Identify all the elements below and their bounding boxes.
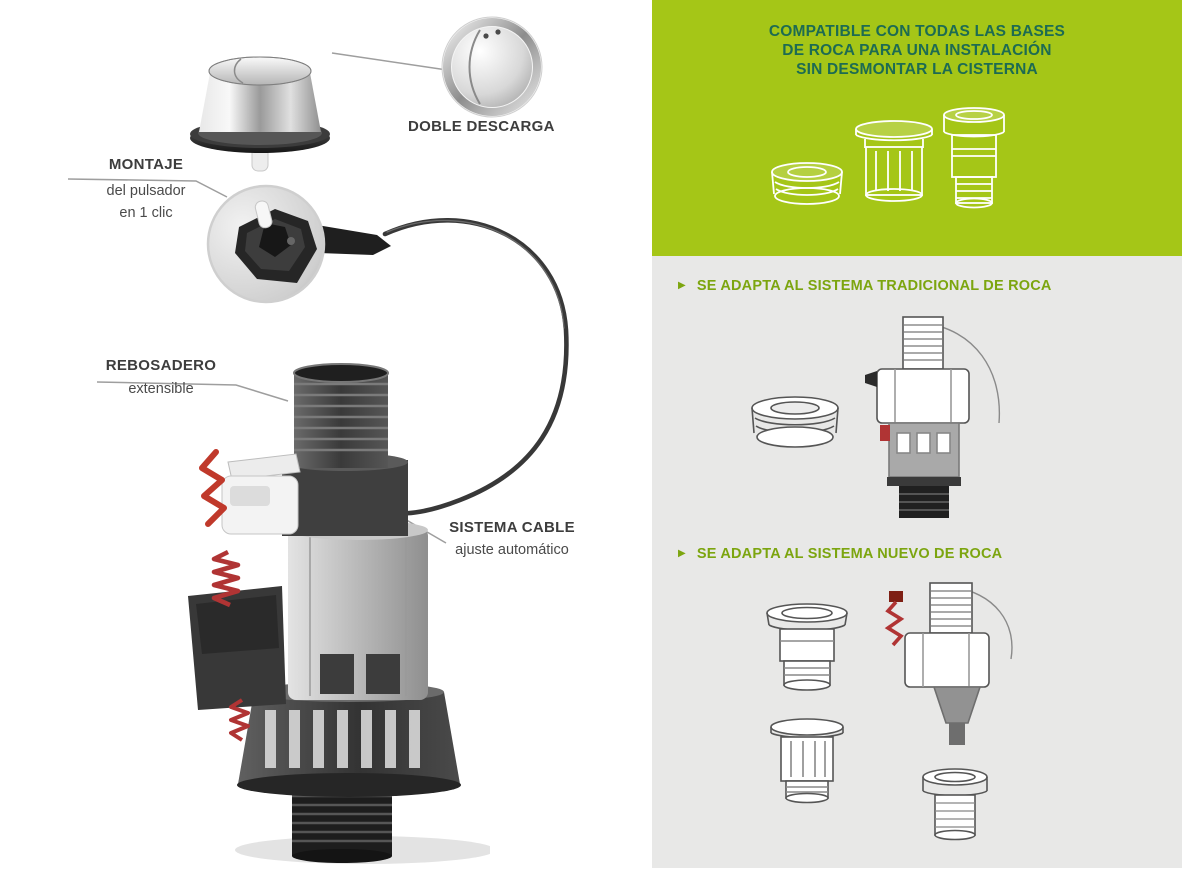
tradicional-art [751,316,1001,518]
systems-panel: ▶ SE ADAPTA AL SISTEMA TRADICIONAL DE RO… [652,256,1182,868]
doble-descarga-label: DOBLE DESCARGA [408,118,555,135]
line-montaje [67,178,228,198]
line-rebosadero [96,381,289,402]
section-tradicional-title: SE ADAPTA AL SISTEMA TRADICIONAL DE ROCA [696,278,1052,294]
rebosadero-label: REBOSADERO [105,357,217,374]
callout-montaje: MONTAJE del pulsador en 1 clic [70,156,222,224]
nuevo-art [766,582,1013,841]
triangle-bullet-icon: ▶ [678,280,686,291]
section-tradicional-heading: ▶ SE ADAPTA AL SISTEMA TRADICIONAL DE RO… [678,278,1052,294]
compatibility-heading: COMPATIBLE CON TODAS LAS BASES DE ROCA P… [652,22,1182,79]
callout-sistema-cable: SISTEMA CABLE ajuste automático [432,519,592,561]
adapters-art [771,107,1005,209]
valve-assembly-photo [170,358,490,870]
line-doble-descarga [331,52,448,71]
montaje-sub1: del pulsador [106,183,186,199]
compatibility-panel: COMPATIBLE CON TODAS LAS BASES DE ROCA P… [652,0,1182,256]
rebosadero-sub: extensible [128,381,194,397]
compatibility-heading-line1: COMPATIBLE CON TODAS LAS BASES [768,23,1066,40]
valve-assembly-art [188,363,490,864]
montaje-sub2: en 1 clic [119,205,173,221]
montaje-label: MONTAJE [108,156,184,173]
sistema-cable-label: SISTEMA CABLE [449,519,575,536]
pushbutton-side-photo [185,35,335,175]
cable-and-callout-lines [67,52,569,544]
section-nuevo-illustration [737,581,1027,856]
section-nuevo-heading: ▶ SE ADAPTA AL SISTEMA NUEVO DE ROCA [678,546,1002,562]
section-nuevo-title: SE ADAPTA AL SISTEMA NUEVO DE ROCA [696,546,1003,562]
callout-rebosadero: REBOSADERO extensible [82,357,240,400]
pushbutton-top-art [441,16,543,118]
roca-base-adapters-line-art [762,102,1012,227]
section-tradicional-illustration [737,311,1017,526]
triangle-bullet-icon: ▶ [678,548,686,559]
callout-doble-descarga: DOBLE DESCARGA [408,118,578,135]
magnifier-circle [205,183,405,305]
clip-closeup-art [206,184,391,304]
compatibility-heading-line2: DE ROCA PARA UNA INSTALACIÓN [782,42,1052,59]
sistema-cable-sub: ajuste automático [455,542,569,558]
pushbutton-side-art [190,56,330,172]
compatibility-heading-line3: SIN DESMONTAR LA CISTERNA [796,61,1038,78]
product-photo-panel: DOBLE DESCARGA MONTAJE del pulsador en 1… [67,15,592,870]
pushbutton-top-inset [440,15,545,120]
